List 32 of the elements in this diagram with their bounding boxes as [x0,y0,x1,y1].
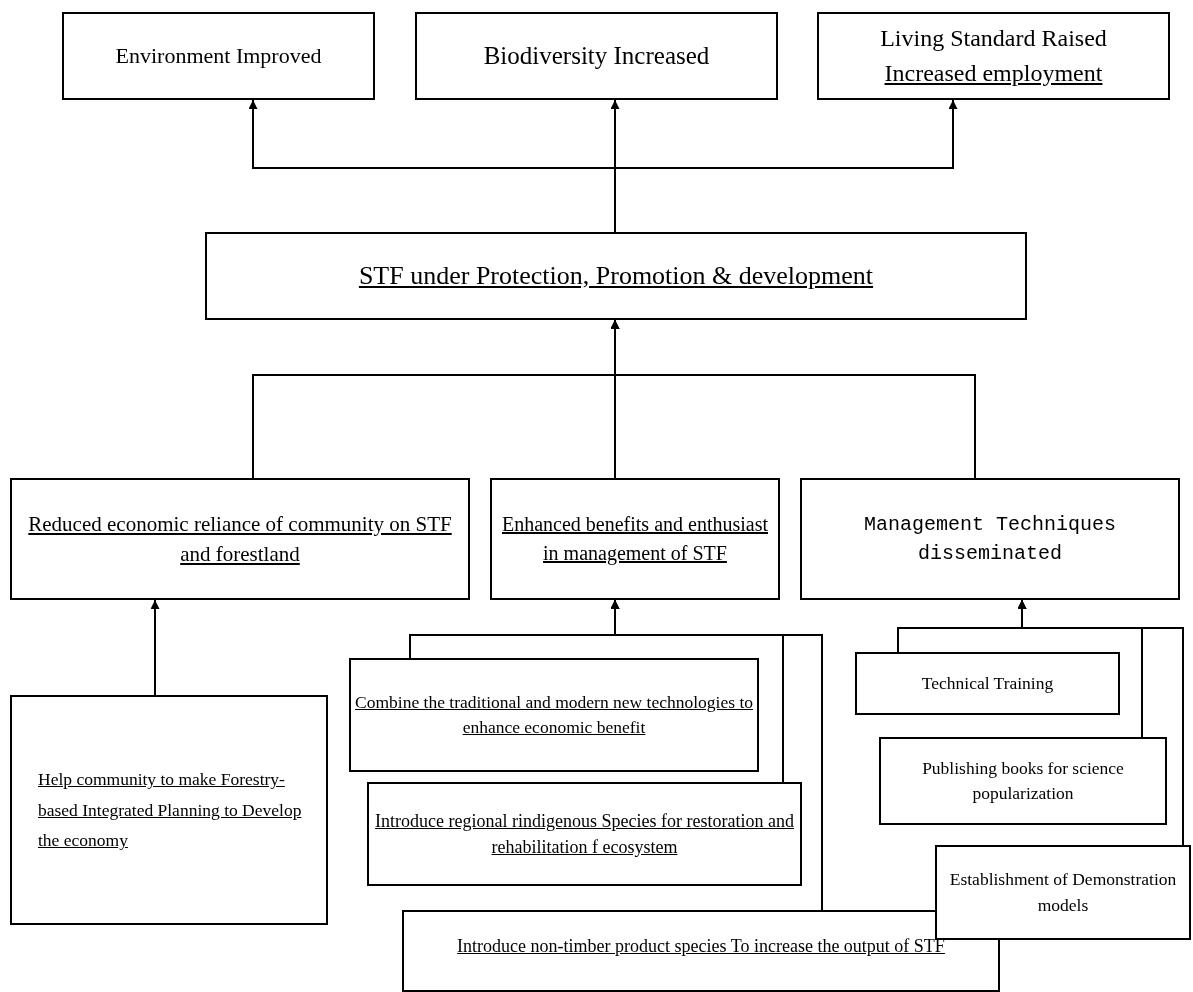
box-text: Establishment of Demonstration models [948,868,1178,917]
arrow [150,599,160,696]
process-box [817,12,1170,100]
box-text: Biodiversity Increased [483,40,710,71]
arrow [610,599,823,911]
process-box [349,658,759,772]
box-text: Living Standard Raised [880,24,1107,54]
box-text: Environment Improved [115,42,322,71]
process-box [205,232,1027,320]
box-text: Increased employment [884,59,1103,88]
box-text: Help community to make Forestry-based Integrated Planning to Develop the economy [38,768,302,853]
box-text: Combine the traditional and modern new technologies to enhance economic benefit [354,690,754,739]
process-box [10,478,470,600]
process-box [800,478,1180,600]
process-box [415,12,778,100]
arrow [610,319,976,479]
box-text: STF under Protection, Promotion & development [358,260,874,293]
process-box [402,910,1000,992]
box-text: Enhanced benefits and enthusiast in management of STF [501,512,769,567]
arrow [1017,599,1184,846]
process-box [10,695,328,925]
box-text: Technical Training [921,671,1054,695]
box-text: Management Techniques disseminated [862,512,1117,567]
process-box [855,652,1120,715]
process-box [935,845,1191,940]
process-box [879,737,1167,825]
box-text: Publishing books for science popularization [921,756,1125,805]
process-box [62,12,375,100]
box-text: Introduce regional rindigenous Species for restoration and rehabilitation f ecosystem [374,809,795,859]
process-box [367,782,802,886]
box-text: Reduced economic reliance of community on STF and forestland [27,510,453,568]
process-box [490,478,780,600]
